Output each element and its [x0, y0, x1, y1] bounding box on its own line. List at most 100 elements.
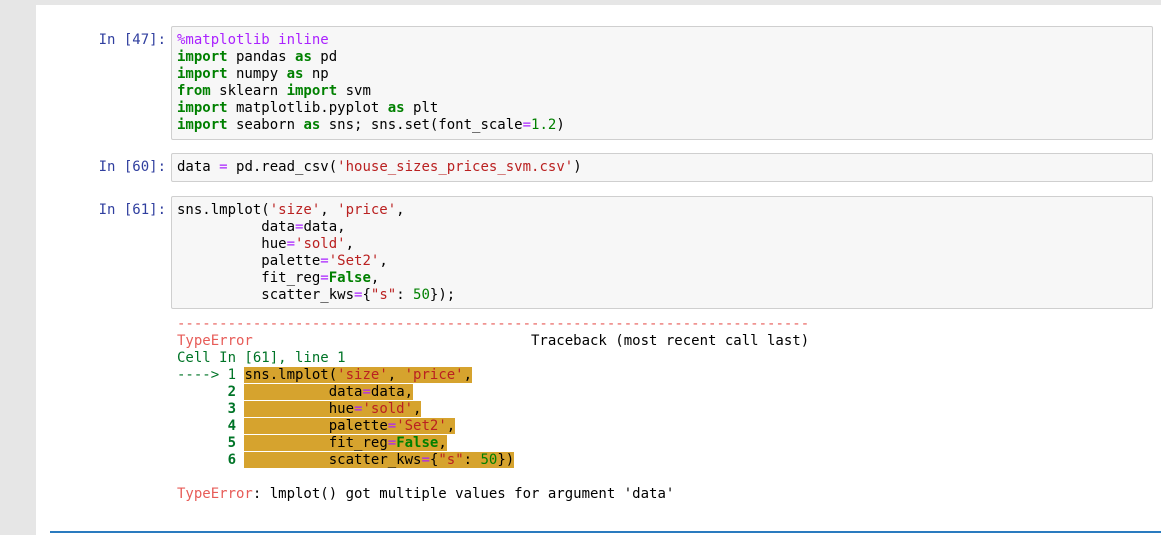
code-token: import [177, 49, 228, 65]
code-token: palette [244, 418, 388, 434]
line-number: 3 [227, 401, 237, 417]
code-token: 'size' [337, 367, 388, 383]
code-token: = [421, 452, 430, 468]
code-token: = [286, 236, 296, 252]
code-token: 'Set2' [328, 253, 380, 269]
code-token: scatter_kws [244, 452, 422, 468]
code-token: seaborn [227, 117, 304, 133]
cell-prompt-47: In [47]: [98, 32, 166, 48]
code-token: = [362, 384, 371, 400]
code-token: "s" [438, 452, 464, 468]
highlighted-code-line: scatter_kws={"s": 50}) [244, 452, 515, 468]
code-token: as [303, 117, 321, 133]
line-number: 2 [227, 384, 237, 400]
code-token: as [295, 49, 312, 65]
code-token: svm [337, 83, 371, 99]
highlighted-code-line: palette='Set2', [244, 418, 456, 434]
code-token: data [177, 159, 220, 175]
code-token: fit_reg [244, 435, 388, 451]
code-token: 'sold' [362, 401, 414, 417]
code-cell-61[interactable]: sns.lmplot('size', 'price', data=data, h… [171, 196, 1153, 309]
traceback-arrow: ----> 1 [177, 367, 237, 383]
code-token: ) [573, 159, 582, 175]
error-output: ----------------------------------------… [177, 316, 809, 503]
code-token: data, [370, 384, 414, 400]
highlighted-code-line: sns.lmplot('size', 'price', [244, 367, 473, 383]
code-token: False [396, 435, 439, 451]
code-token: 'price' [337, 202, 397, 218]
error-message: : lmplot() got multiple values for argum… [252, 486, 675, 502]
code-token: = [320, 253, 329, 269]
highlighted-code-line: hue='sold', [244, 401, 422, 417]
code-token: = [219, 159, 228, 175]
code-token: hue [244, 401, 355, 417]
cell-prompt-61: In [61]: [98, 202, 166, 218]
code-token: sns.lmplot( [177, 202, 270, 218]
code-cell-47[interactable]: %matplotlib inline import pandas as pd i… [171, 26, 1153, 140]
code-token: , [320, 202, 338, 218]
code-token: import [177, 117, 228, 133]
code-token: }); [429, 287, 456, 303]
code-token: , [345, 236, 355, 252]
line-number: 6 [227, 452, 237, 468]
code-cell-60-source[interactable]: data = pd.read_csv('house_sizes_prices_s… [177, 159, 582, 176]
code-token: , [396, 202, 405, 218]
code-token: as [387, 100, 405, 116]
code-token: : [396, 287, 414, 303]
traceback-rule: ----------------------------------------… [177, 316, 810, 332]
code-token: scatter_kws [177, 287, 355, 303]
code-token: , [446, 418, 456, 434]
code-token: = [387, 435, 397, 451]
code-token: 'sold' [295, 236, 346, 252]
code-token: 'size' [269, 202, 321, 218]
highlighted-code-line: data=data, [244, 384, 414, 400]
code-token: pandas [227, 49, 296, 65]
code-token: as [286, 66, 304, 82]
code-token: sklearn [210, 83, 287, 99]
code-token: sns; sns.set(font_scale [320, 117, 523, 133]
code-token: = [387, 418, 397, 434]
code-token: pd.read_csv( [227, 159, 338, 175]
code-token: data [244, 384, 363, 400]
traceback-label: Traceback (most recent call last) [531, 333, 810, 349]
code-token: from [177, 83, 211, 99]
code-token: pd [311, 49, 338, 65]
code-token: 1.2 [531, 117, 557, 133]
code-cell-60[interactable]: data = pd.read_csv('house_sizes_prices_s… [171, 153, 1153, 182]
traceback-text: ----------------------------------------… [177, 316, 809, 503]
code-token: sns.lmplot( [244, 367, 338, 383]
code-token: palette [177, 253, 321, 269]
code-token: { [429, 452, 439, 468]
code-token: "s" [370, 287, 397, 303]
code-token: = [295, 219, 304, 235]
code-token: matplotlib.pyplot [227, 100, 388, 116]
code-token: = [320, 270, 329, 286]
code-token: 'price' [404, 367, 464, 383]
code-token: = [354, 401, 363, 417]
code-token: = [522, 117, 532, 133]
code-token: { [362, 287, 371, 303]
code-cell-61-source[interactable]: sns.lmplot('size', 'price', data=data, h… [177, 202, 455, 304]
code-token: , [379, 253, 388, 269]
code-token: fit_reg [177, 270, 321, 286]
code-token: 50 [413, 287, 430, 303]
code-cell-47-source[interactable]: %matplotlib inline import pandas as pd i… [177, 32, 565, 134]
highlighted-code-line: fit_reg=False, [244, 435, 447, 451]
error-message-name: TypeError [177, 486, 253, 502]
traceback-cell-ref: Cell In [61], line 1 [177, 350, 346, 366]
code-token: import [177, 66, 228, 82]
code-token: }) [497, 452, 515, 468]
code-token: import [177, 100, 228, 116]
code-token: , [463, 367, 473, 383]
code-token: , [413, 401, 422, 417]
code-token: numpy [227, 66, 287, 82]
code-token: data, [303, 219, 346, 235]
code-token: , [438, 435, 447, 451]
code-token: : [463, 452, 481, 468]
line-number: 5 [227, 435, 237, 451]
code-token: False [328, 270, 371, 286]
code-token: = [354, 287, 363, 303]
selected-cell-indicator [50, 531, 1161, 533]
code-token: %matplotlib inline [177, 32, 329, 48]
error-name: TypeError [177, 333, 253, 349]
